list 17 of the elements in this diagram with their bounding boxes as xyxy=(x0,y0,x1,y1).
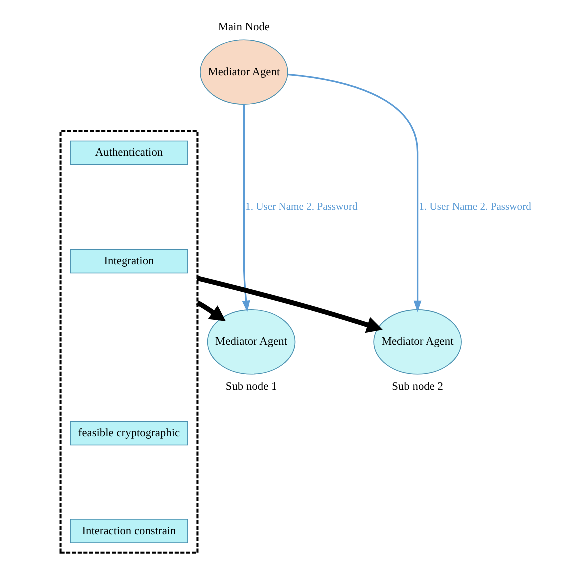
node-box: Authentication xyxy=(70,140,188,166)
node-box: Integration xyxy=(70,249,188,274)
arrow xyxy=(288,74,422,312)
node-ellipse: Mediator Agent xyxy=(207,310,296,375)
node-ellipse: Mediator Agent xyxy=(374,310,462,375)
node-label: Main Node xyxy=(218,22,270,34)
node-ellipse: Mediator Agent xyxy=(200,40,288,105)
arrow xyxy=(197,276,383,334)
cluster xyxy=(60,130,199,554)
arrow xyxy=(242,104,250,312)
edge-label: 1. User Name 2. Password xyxy=(419,202,532,214)
edge-label: 1. User Name 2. Password xyxy=(246,202,358,214)
node-label: Sub node 1 xyxy=(226,381,278,393)
node-box: Interaction constrain xyxy=(70,519,188,544)
node-box: feasible cryptographic xyxy=(70,421,188,446)
node-label: Sub node 2 xyxy=(392,381,444,393)
arrow xyxy=(196,300,226,322)
